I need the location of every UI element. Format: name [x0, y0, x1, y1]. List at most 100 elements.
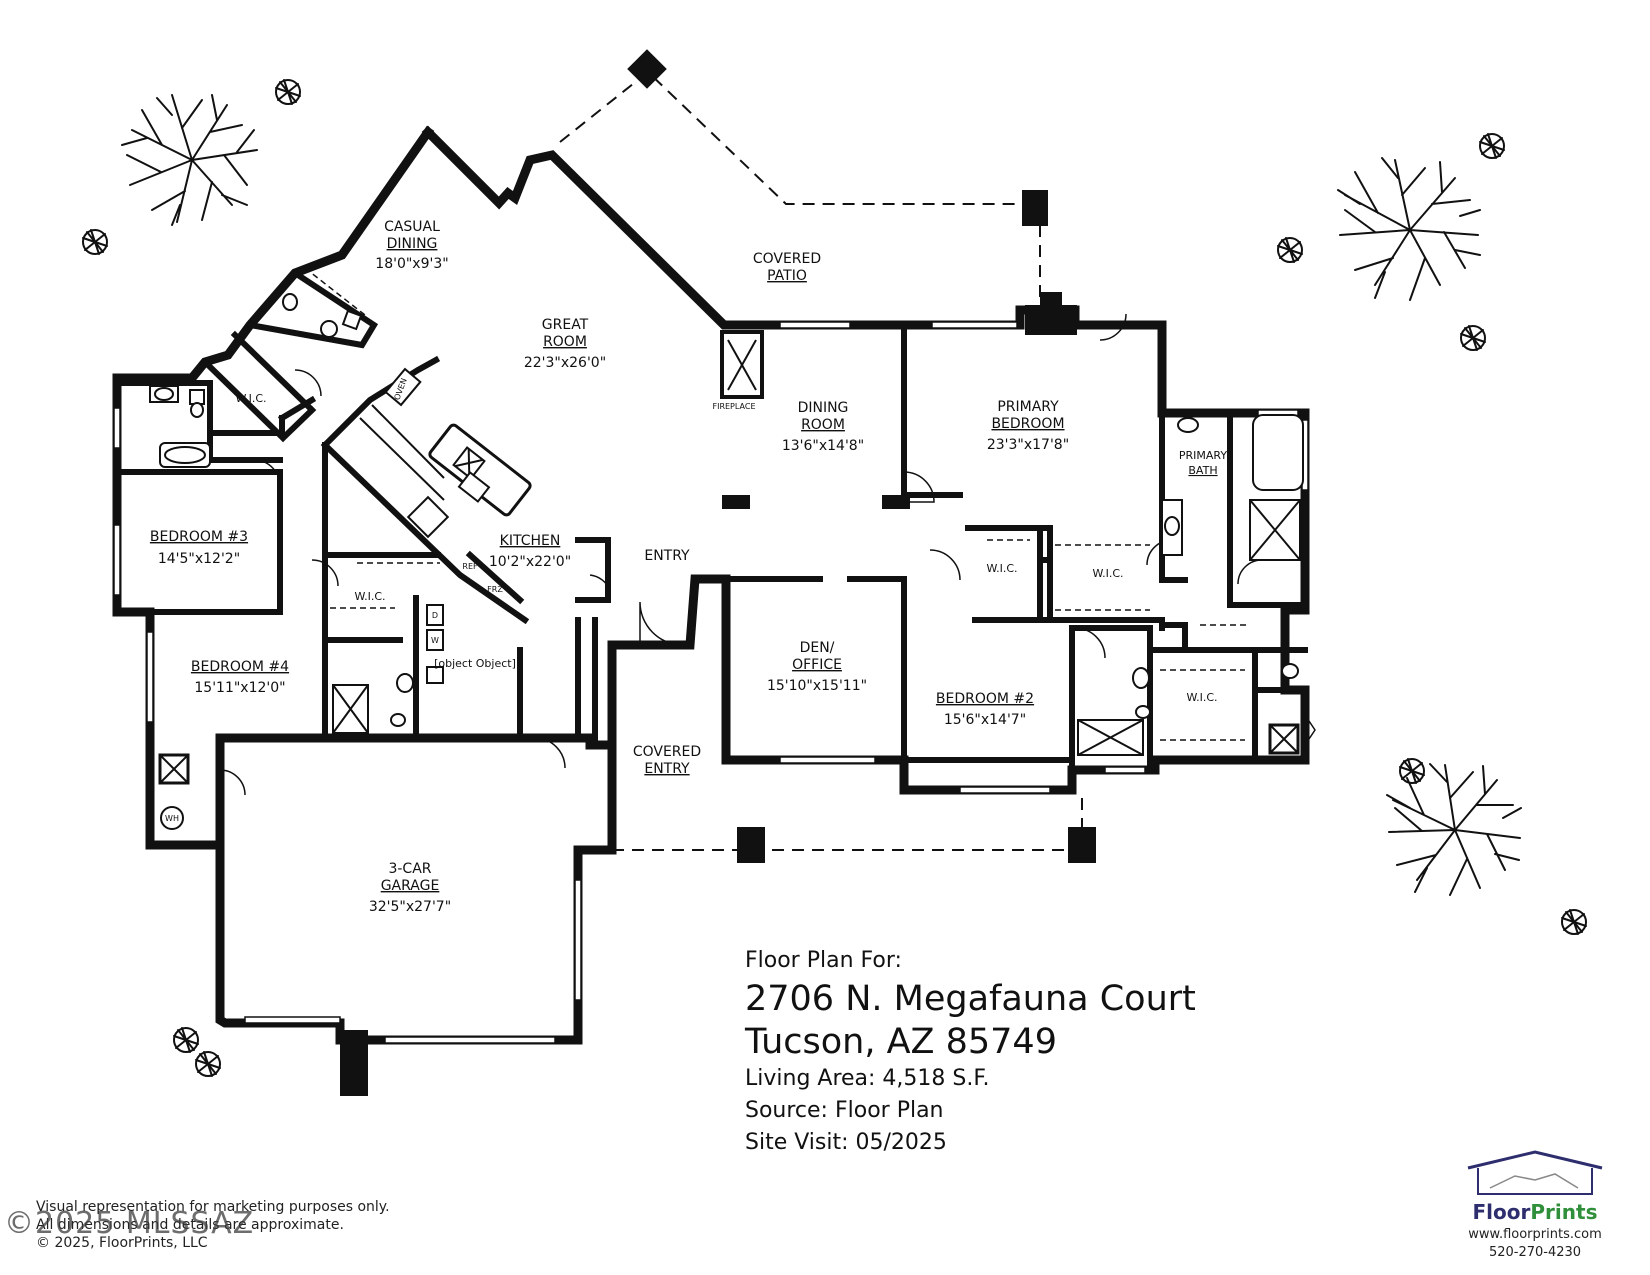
wic-label-bedroom3: W.I.C.: [235, 392, 266, 405]
svg-text:15'10"x15'11": 15'10"x15'11": [767, 678, 867, 694]
wic-label-bedroom2: W.I.C.: [986, 562, 1017, 575]
shrub-8: [173, 1027, 199, 1053]
room-label-covered-entry: COVERED ENTRY: [633, 744, 701, 777]
doors: [219, 313, 1316, 796]
living-area: Living Area: 4,518 S.F.: [745, 1066, 990, 1091]
windows: [113, 321, 1309, 1044]
svg-text:3-CAR: 3-CAR: [388, 861, 431, 877]
room-label-dining-room: DINING ROOM 13'6"x14'8": [782, 400, 864, 454]
svg-text:GREAT: GREAT: [542, 317, 589, 333]
exterior-walls: [112, 125, 1310, 1045]
svg-text:CASUAL: CASUAL: [384, 219, 440, 235]
svg-text:ENTRY: ENTRY: [644, 761, 690, 777]
water-heater-label: WH: [165, 814, 179, 823]
patio-outline: [559, 70, 1030, 205]
shrub-3: [1479, 133, 1505, 159]
tree-northeast: [1337, 157, 1481, 301]
washer-label: W: [431, 636, 439, 645]
svg-text:10'2"x22'0": 10'2"x22'0": [489, 554, 571, 570]
svg-text:13'6"x14'8": 13'6"x14'8": [782, 438, 864, 454]
ref-label: REF: [462, 562, 478, 571]
room-label-bedroom4: BEDROOM #4 15'11"x12'0": [191, 659, 289, 696]
room-label-kitchen: KITCHEN 10'2"x22'0": [489, 533, 571, 570]
wic-label-primary: W.I.C.: [1092, 567, 1123, 580]
column-1: [722, 495, 750, 509]
disclaimer-line-3: © 2025, FloorPrints, LLC: [36, 1235, 208, 1251]
svg-text:DINING: DINING: [387, 236, 438, 252]
bath-fixtures: [149, 293, 1304, 830]
svg-text:14'5"x12'2": 14'5"x12'2": [158, 551, 240, 567]
svg-text:DINING: DINING: [798, 400, 849, 416]
shrub-7: [1561, 909, 1587, 935]
room-label-entry: ENTRY: [644, 548, 690, 564]
wic-label-primary2: W.I.C.: [1186, 691, 1217, 704]
svg-text:BEDROOM #4: BEDROOM #4: [191, 659, 289, 675]
entry-post-east: [1068, 827, 1096, 863]
site-visit: Site Visit: 05/2025: [745, 1130, 947, 1155]
room-label-primary-bath: PRIMARY BATH: [1179, 449, 1227, 477]
closet-shelves: [304, 267, 1250, 741]
svg-text:15'6"x14'7": 15'6"x14'7": [944, 712, 1026, 728]
svg-text:GARAGE: GARAGE: [381, 878, 440, 894]
svg-text:BEDROOM #2: BEDROOM #2: [936, 691, 1034, 707]
svg-text:OFFICE: OFFICE: [792, 657, 842, 673]
shrub-1: [275, 79, 301, 105]
disclaimer-line-2: All dimensions and details are approxima…: [36, 1217, 344, 1233]
svg-text:BEDROOM: BEDROOM: [991, 416, 1064, 432]
room-label-primary-bedroom: PRIMARY BEDROOM 23'3"x17'8": [987, 399, 1069, 453]
svg-text:BATH: BATH: [1188, 464, 1217, 477]
svg-text:COVERED: COVERED: [753, 251, 821, 267]
tree-east: [1386, 763, 1522, 896]
kitchen-fixtures: [359, 367, 532, 539]
address-line-1: 2706 N. Megafauna Court: [745, 979, 1196, 1019]
shrub-5: [1460, 325, 1486, 351]
mls-watermark: ©2025 MLSSAZ: [4, 1206, 255, 1241]
svg-text:18'0"x9'3": 18'0"x9'3": [375, 256, 448, 272]
logo-name: FloorPrints: [1472, 1200, 1598, 1224]
room-label-laundry: [object Object]: [434, 657, 516, 670]
shrub-2: [82, 229, 108, 255]
floorprints-logo: FloorPrints www.floorprints.com 520-270-…: [1450, 1148, 1620, 1260]
shrub-4: [1277, 237, 1303, 263]
fireplace-label: FIREPLACE: [712, 402, 755, 411]
patio-post-north: [627, 49, 667, 89]
room-label-great-room: GREAT ROOM 22'3"x26'0": [524, 317, 606, 371]
svg-text:ROOM: ROOM: [543, 334, 587, 350]
svg-text:DEN/: DEN/: [800, 640, 835, 656]
entry-post-west: [737, 827, 765, 863]
svg-text:32'5"x27'7": 32'5"x27'7": [369, 899, 451, 915]
logo-phone: 520-270-4230: [1488, 1245, 1582, 1260]
wic-label-bedroom4: W.I.C.: [354, 590, 385, 603]
svg-text:PRIMARY: PRIMARY: [1179, 449, 1227, 462]
svg-text:PATIO: PATIO: [767, 268, 807, 284]
svg-text:15'11"x12'0": 15'11"x12'0": [194, 680, 285, 696]
disclaimer: Visual representation for marketing purp…: [36, 1198, 390, 1252]
house-logo-icon: [1467, 1150, 1603, 1195]
property-info: Floor Plan For: 2706 N. Megafauna Court …: [745, 950, 1265, 1164]
room-label-garage: 3-CAR GARAGE 32'5"x27'7": [369, 861, 451, 915]
fireplace: [720, 292, 1077, 399]
tree-northwest: [121, 94, 258, 226]
patio-post-east: [1022, 190, 1048, 226]
svg-text:22'3"x26'0": 22'3"x26'0": [524, 355, 606, 371]
room-label-covered-patio: COVERED PATIO: [753, 251, 821, 284]
entry-outline: [612, 798, 1083, 851]
column-2: [882, 495, 910, 509]
room-label-bedroom2: BEDROOM #2 15'6"x14'7": [936, 691, 1034, 728]
logo-url: www.floorprints.com: [1468, 1227, 1602, 1242]
room-label-bedroom3: BEDROOM #3 14'5"x12'2": [150, 529, 248, 567]
floor-plan-heading: Floor Plan For:: [745, 948, 902, 973]
room-label-casual-dining: CASUAL DINING 18'0"x9'3": [375, 219, 448, 272]
address-line-2: Tucson, AZ 85749: [745, 1022, 1057, 1062]
svg-text:ROOM: ROOM: [801, 417, 845, 433]
frz-label: FRZ: [487, 585, 503, 594]
svg-text:PRIMARY: PRIMARY: [997, 399, 1059, 415]
svg-text:23'3"x17'8": 23'3"x17'8": [987, 437, 1069, 453]
shrub-9: [195, 1051, 221, 1077]
svg-text:COVERED: COVERED: [633, 744, 701, 760]
room-label-den-office: DEN/ OFFICE 15'10"x15'11": [767, 640, 867, 694]
shrub-6: [1399, 758, 1425, 784]
source: Source: Floor Plan: [745, 1098, 944, 1123]
svg-text:KITCHEN: KITCHEN: [500, 533, 561, 549]
